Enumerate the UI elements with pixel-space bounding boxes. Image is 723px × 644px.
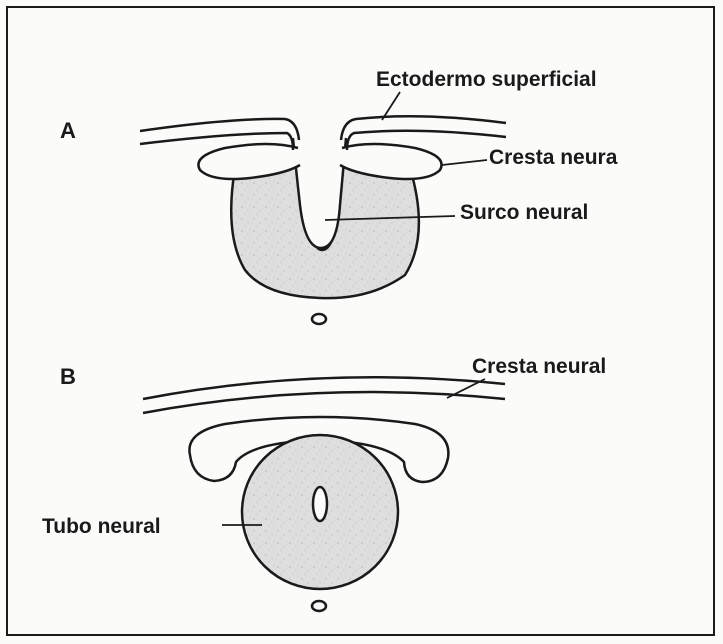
panel-a: A Ectodermo superficial Cresta neura Sur… <box>60 68 618 324</box>
panel-a-notochord <box>312 314 326 324</box>
panel-b-letter: B <box>60 364 76 389</box>
panel-a-letter: A <box>60 118 76 143</box>
panel-b-notochord <box>312 601 326 611</box>
label-superficial-ectoderm: Ectodermo superficial <box>376 68 597 91</box>
label-neural-groove: Surco neural <box>460 201 588 224</box>
label-neural-tube: Tubo neural <box>42 515 161 538</box>
panel-a-ectoderm-outer-right <box>341 116 506 140</box>
label-neural-crest-b: Cresta neural <box>472 355 606 378</box>
panel-a-leader-crest <box>442 160 487 165</box>
panel-b-central-canal <box>313 487 327 521</box>
label-neural-crest-a: Cresta neura <box>489 146 618 169</box>
panel-b: B Cresta neural Tubo neural <box>42 355 606 611</box>
